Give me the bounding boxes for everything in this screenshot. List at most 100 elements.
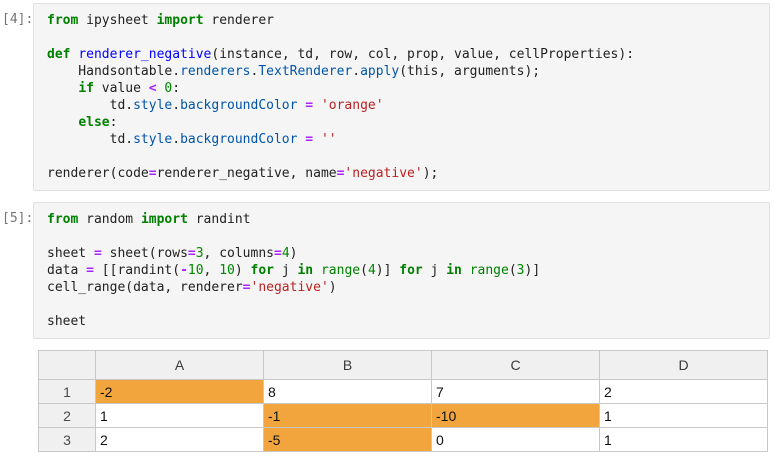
code-token: j [422,263,447,278]
column-header-A[interactable]: A [95,350,264,380]
code-line [47,228,761,245]
code-token: 3 [516,263,525,278]
sheet-cell[interactable]: 1 [95,403,264,428]
sheet-cell[interactable]: 8 [263,379,432,404]
code-token: : [109,115,118,130]
code-token: style [133,132,173,147]
code-token: from [47,212,79,227]
code-token: td. [47,98,134,113]
row-header-1[interactable]: 1 [38,379,96,404]
code-token: apply [360,64,400,79]
sheet-cell[interactable]: 0 [431,427,600,452]
code-cell-5: [5]: from random import randint sheet = … [0,202,774,339]
code-token [313,98,321,113]
code-token [47,115,78,130]
sheet-cell[interactable]: 2 [95,427,264,452]
code-token: [[randint( [93,263,181,278]
code-token: '' [320,132,337,147]
code-token: 'orange' [320,98,384,113]
code-token: 10 [187,263,204,278]
code-token: 10 [219,263,235,278]
code-token: backgroundColor [180,98,298,113]
code-token: j [274,263,298,278]
code-line: renderer(code=renderer_negative, name='n… [47,165,761,182]
code-token: random [78,212,141,227]
code-line: sheet = sheet(rows=3, columns=4) [47,245,761,262]
code-token: ) [328,280,337,295]
code-line: Handsontable.renderers.TextRenderer.appl… [47,63,761,80]
code-token: , [203,263,220,278]
code-line: from ipysheet import renderer [47,12,761,29]
row-header-3[interactable]: 3 [38,427,96,452]
code-token: renderer(code [47,166,149,181]
code-token: = [305,98,314,113]
sheet-cell[interactable]: -1 [263,403,432,428]
code-token: TextRenderer [258,64,353,79]
code-editor[interactable]: from random import randint sheet = sheet… [33,202,770,339]
code-token: 0 [164,81,173,96]
code-token: renderer_negative, name [156,166,337,181]
code-line: from random import randint [47,211,761,228]
code-token: else [78,115,110,130]
code-token: = [274,246,282,261]
code-token [313,132,321,147]
code-cell-4: [4]: from ipysheet import renderer def r… [0,3,774,191]
code-token [313,263,321,278]
code-token: = [336,166,345,181]
code-token: (instance, td, row, col, prop, value, ce… [211,47,635,62]
code-token: sheet [47,246,94,261]
code-token: td. [47,132,134,147]
corner-header[interactable] [38,350,96,380]
code-token: = [148,166,157,181]
code-token: = [93,246,102,261]
code-token: ( [360,263,368,278]
code-token: < [148,81,157,96]
column-header-D[interactable]: D [599,350,768,380]
row-header-2[interactable]: 2 [38,403,96,428]
code-line [47,296,761,313]
code-token: renderers [180,64,251,79]
code-token: , columns [203,246,274,261]
column-header-C[interactable]: C [431,350,600,380]
sheet-cell[interactable]: 7 [431,379,600,404]
sheet-cell[interactable]: 1 [599,427,768,452]
code-editor[interactable]: from ipysheet import renderer def render… [33,3,770,191]
code-line: td.style.backgroundColor = 'orange' [47,97,761,114]
code-token: . [172,132,181,147]
sheet-cell[interactable]: -2 [95,379,264,404]
code-token: ) [289,246,298,261]
sheet-cell[interactable]: 2 [599,379,768,404]
code-token: backgroundColor [180,132,298,147]
code-token: )] [375,263,400,278]
code-token: = [187,246,196,261]
code-token: 3 [195,246,204,261]
execution-count-prompt: [5]: [2,211,34,226]
code-line [47,148,761,165]
code-line: cell_range(data, renderer='negative') [47,279,761,296]
code-line: td.style.backgroundColor = '' [47,131,761,148]
code-line: data = [[randint(-10, 10) for j in range… [47,262,761,279]
code-token: import [140,212,188,227]
sheet-cell[interactable]: -5 [263,427,432,452]
column-header-B[interactable]: B [263,350,432,380]
sheet-cell[interactable]: 1 [599,403,768,428]
code-token: renderer_negative [78,47,212,62]
code-token: def [47,47,71,62]
code-token: 'negative' [344,166,423,181]
code-token: = [305,132,314,147]
code-token: . [250,64,259,79]
code-token: range [469,263,509,278]
code-token: )] [524,263,541,278]
code-token: randint [187,212,251,227]
code-token: ipysheet [78,13,157,28]
code-token: if [78,81,94,96]
code-token: cell_range(data, renderer [47,280,243,295]
code-line: else: [47,114,761,131]
sheet-cell[interactable]: -10 [431,403,600,428]
